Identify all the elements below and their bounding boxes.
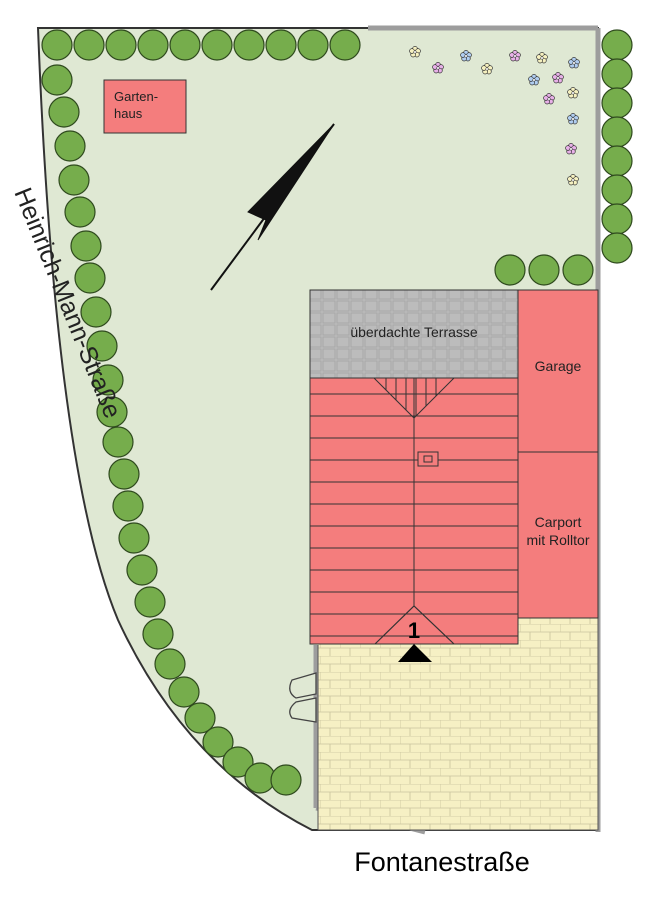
hedge-bush: [169, 29, 201, 61]
hedge-bush: [142, 618, 174, 650]
flower-icon: [509, 50, 521, 62]
flower-icon: [568, 57, 580, 69]
flower-icon: [432, 62, 444, 74]
hedge-bush: [58, 164, 90, 196]
hedge-bush: [222, 746, 254, 778]
flower-icon: [567, 174, 579, 186]
hedge-bush: [86, 330, 118, 362]
hedge-bush: [102, 426, 134, 458]
hedge-bush: [137, 29, 169, 61]
hedge-bush: [233, 29, 265, 61]
hedge-bush: [494, 254, 526, 286]
hedge-bush: [41, 64, 73, 96]
flower-icon: [565, 143, 577, 155]
carport-label-1: Carport: [535, 514, 582, 530]
hedge-bush: [201, 29, 233, 61]
hedge-bush: [562, 254, 594, 286]
gate-icon[interactable]: [289, 672, 317, 723]
hedge-bush: [297, 29, 329, 61]
flower-icon: [409, 46, 421, 58]
garden-house-label-2: haus: [114, 106, 143, 121]
flower-icon: [460, 50, 472, 62]
hedge-bush: [105, 29, 137, 61]
hedge-bush: [70, 230, 102, 262]
garden-house-label-1: Garten-: [114, 89, 158, 104]
hedge-bush: [601, 232, 633, 264]
hedge-bush: [601, 174, 633, 206]
house-number: 1: [408, 618, 420, 643]
hedge-bush: [54, 130, 86, 162]
hedge-bush: [112, 490, 144, 522]
entrance-triangle-icon: [398, 644, 432, 662]
hedge-bush: [64, 196, 96, 228]
hedge-bush: [168, 676, 200, 708]
garden-house: [103, 79, 187, 134]
hedge-bush: [92, 364, 124, 396]
hedge-bush: [108, 458, 140, 490]
flower-icon: [481, 63, 493, 75]
flower-icon: [543, 93, 555, 105]
carport-building: [517, 451, 599, 619]
hedge-bush: [41, 29, 73, 61]
hedge-bush: [184, 702, 216, 734]
hedge-bush: [601, 145, 633, 177]
hedge-bush: [74, 262, 106, 294]
hedge-bush: [265, 29, 297, 61]
hedge-bush: [202, 726, 234, 758]
hedge-bush: [601, 116, 633, 148]
hedge-bush: [329, 29, 361, 61]
chimney-icon: [417, 451, 439, 467]
flower-icon: [567, 87, 579, 99]
hedge-bush: [118, 522, 150, 554]
flower-icon: [552, 72, 564, 84]
north-arrow-icon: [210, 123, 335, 291]
flower-icon: [528, 74, 540, 86]
hedge-bush: [96, 396, 128, 428]
garage-building: [517, 289, 599, 453]
flower-icon: [536, 52, 548, 64]
street-south-label: Fontanestraße: [354, 847, 530, 877]
hedge-bush: [601, 29, 633, 61]
hedge-bush: [134, 586, 166, 618]
entrance-marker: [374, 605, 455, 662]
hedge-bush: [126, 554, 158, 586]
hedge-bush: [80, 296, 112, 328]
hedge-bush: [601, 203, 633, 235]
garage-label: Garage: [535, 358, 582, 374]
hedge-bush: [270, 764, 302, 796]
hedge-bush: [48, 96, 80, 128]
hedge-bush: [244, 762, 276, 794]
flower-icon: [567, 113, 579, 125]
terrace-label: überdachte Terrasse: [350, 324, 478, 340]
hedge-bush: [154, 648, 186, 680]
hedge-bush: [528, 254, 560, 286]
flower-bed: [409, 46, 580, 186]
hedge-bush: [601, 87, 633, 119]
carport-label-2: mit Rolltor: [526, 532, 589, 548]
paved-forecourt: [318, 618, 598, 830]
roof-tile-lines: [310, 377, 518, 637]
hedge-row: [41, 29, 633, 796]
hedge-bush: [73, 29, 105, 61]
hedge-bush: [601, 58, 633, 90]
